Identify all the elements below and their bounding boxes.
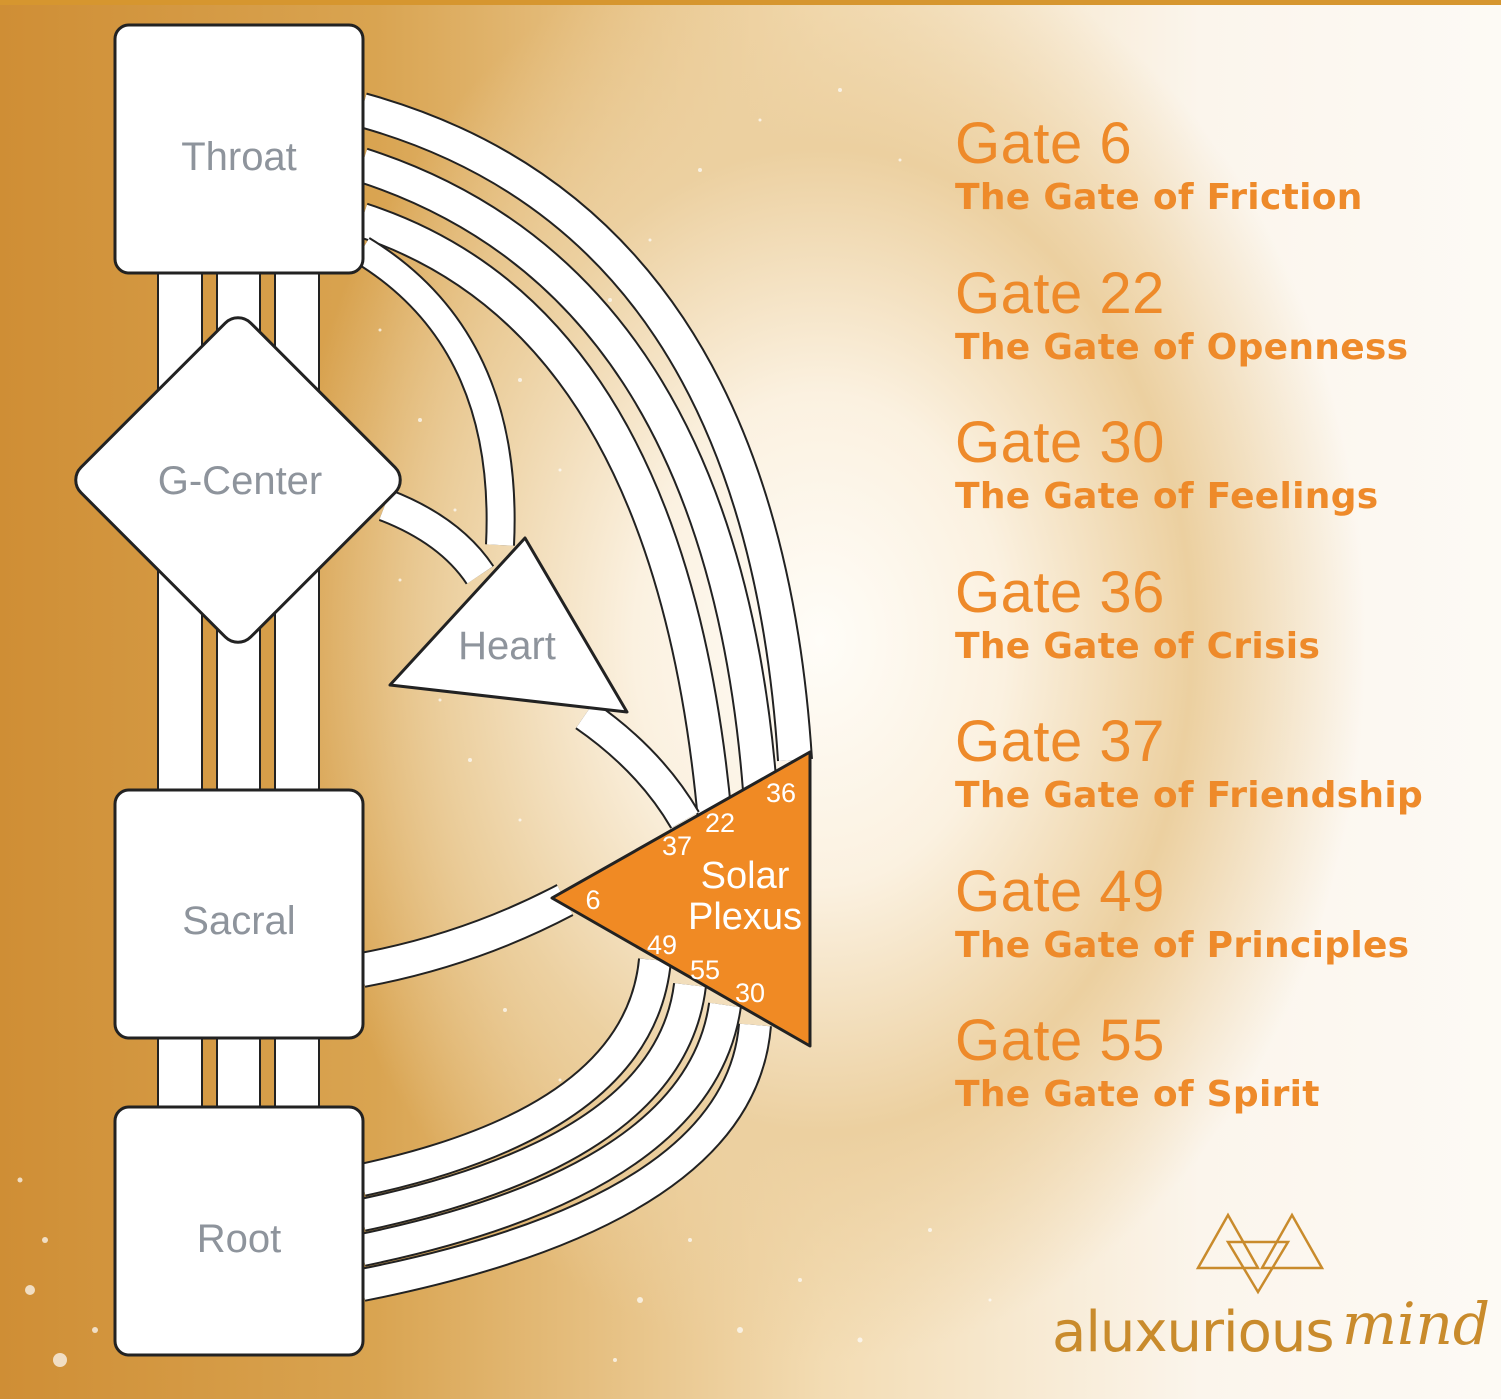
- solar-plexus-label-line2: Plexus: [688, 896, 802, 938]
- gate-title: The Gate of Principles: [955, 924, 1410, 966]
- heart-center[interactable]: Heart: [388, 536, 629, 714]
- gate-number: Gate 6: [955, 111, 1133, 176]
- gate-number: Gate 22: [955, 260, 1165, 326]
- gate-55-label: 55: [690, 955, 720, 985]
- gate-title: The Gate of Openness: [955, 326, 1409, 368]
- throat-center[interactable]: Throat: [113, 23, 365, 275]
- gate-item: Gate 6 The Gate of Friction: [955, 112, 1475, 262]
- channel-sacral-solar: [358, 884, 574, 988]
- brand-name-main: aluxurious: [1052, 1300, 1335, 1365]
- throat-label: Throat: [181, 135, 297, 179]
- gate-22-label: 22: [705, 808, 735, 838]
- gate-item: Gate 36 The Gate of Crisis: [955, 559, 1475, 711]
- sacral-center[interactable]: Sacral: [113, 788, 365, 1040]
- channel-heart-solar: [575, 701, 700, 829]
- channels-throat-solar: [354, 92, 813, 822]
- gate-number: Gate 49: [955, 858, 1165, 924]
- brand-name-script: mind: [1342, 1290, 1491, 1358]
- root-label: Root: [197, 1217, 282, 1261]
- gate-item: Gate 49 The Gate of Principles: [955, 858, 1475, 1010]
- sacral-label: Sacral: [182, 899, 295, 943]
- channels-vertical-lower: [157, 1035, 320, 1109]
- double-triangle-icon: [1195, 1212, 1325, 1295]
- sparkles: [17, 88, 992, 1367]
- heart-label: Heart: [458, 624, 556, 668]
- solar-plexus-center[interactable]: Solar Plexus 36 22 37 6 49 55 30: [550, 750, 812, 1048]
- gate-item: Gate 37 The Gate of Friendship: [955, 710, 1475, 860]
- gate-49-label: 49: [647, 930, 677, 960]
- gate-title: The Gate of Friction: [955, 177, 1363, 218]
- channels-root-solar: [358, 958, 772, 1302]
- brand-logo[interactable]: aluxurious mind: [1052, 1290, 1490, 1370]
- gate-title: The Gate of Feelings: [955, 476, 1379, 517]
- gate-30-label: 30: [735, 978, 765, 1008]
- gate-number: Gate 30: [955, 410, 1165, 475]
- gate-title: The Gate of Crisis: [955, 625, 1321, 667]
- solar-plexus-label-line1: Solar: [701, 855, 790, 897]
- gate-title: The Gate of Spirit: [955, 1074, 1320, 1115]
- channel-g-heart: [378, 489, 495, 585]
- gate-item: Gate 22 The Gate of Openness: [955, 260, 1475, 412]
- gate-item: Gate 30 The Gate of Feelings: [955, 411, 1475, 561]
- gate-title: The Gate of Friendship: [955, 775, 1424, 816]
- gate-item: Gate 55 The Gate of Spirit: [955, 1009, 1475, 1159]
- top-accent-bar: [0, 0, 1501, 5]
- root-center[interactable]: Root: [113, 1105, 365, 1357]
- gate-37-label: 37: [662, 831, 692, 861]
- g-center[interactable]: G-Center: [68, 310, 407, 649]
- gate-36-label: 36: [766, 778, 796, 808]
- gate-number: Gate 36: [955, 559, 1165, 625]
- g-center-label: G-Center: [158, 459, 323, 503]
- gate-number: Gate 37: [955, 709, 1165, 774]
- gate-list: Gate 6 The Gate of Friction Gate 22 The …: [955, 112, 1475, 1159]
- gate-number: Gate 55: [955, 1008, 1165, 1073]
- gate-6-label: 6: [585, 885, 600, 915]
